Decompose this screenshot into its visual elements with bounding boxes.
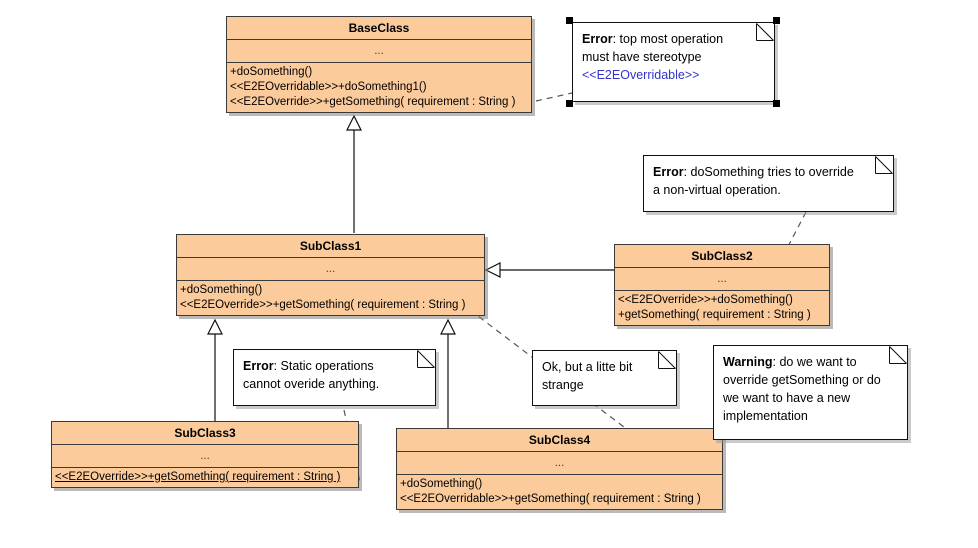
uml-class-name: SubClass3 xyxy=(52,422,358,445)
selection-handle-top-left[interactable] xyxy=(566,17,573,24)
note-subclass3-error[interactable]: Error: Static operations cannot overide … xyxy=(233,349,436,406)
uml-class-subclass1[interactable]: SubClass1 ... +doSomething() <<E2EOverri… xyxy=(176,234,485,316)
note-text: Static operations xyxy=(280,359,374,373)
uml-class-subclass4[interactable]: SubClass4 ... +doSomething() <<E2EOverri… xyxy=(396,428,723,510)
uml-class-name: BaseClass xyxy=(227,17,531,40)
note-line-3: we want to have a new xyxy=(723,391,851,405)
note-line-2: strange xyxy=(542,378,584,392)
note-line-1: Ok, but a litte bit xyxy=(542,358,668,376)
uml-class-name: SubClass2 xyxy=(615,245,829,268)
note-fold-lines-icon xyxy=(756,23,774,41)
uml-class-operations: +doSomething() <<E2EOverridable>>+doSome… xyxy=(227,63,531,112)
note-text: doSomething tries to override xyxy=(690,165,854,179)
note-subclass2-error[interactable]: Error: doSomething tries to override a n… xyxy=(643,155,894,212)
uml-class-attributes: ... xyxy=(615,268,829,291)
note-fold-icon xyxy=(417,350,435,368)
note-line-1: Error: doSomething tries to override xyxy=(653,163,885,181)
uml-class-operations: +doSomething() <<E2EOverridable>>+getSom… xyxy=(397,475,722,509)
note-text: top most operation xyxy=(619,32,724,46)
edge-generalization-subclass1-baseclass[interactable] xyxy=(346,114,362,233)
note-kind-label: Error xyxy=(653,165,684,179)
note-fold-icon xyxy=(757,23,774,40)
note-separator: : xyxy=(273,359,281,373)
note-separator: : xyxy=(772,355,780,369)
uml-class-name: SubClass1 xyxy=(177,235,484,258)
uml-class-operations: <<E2EOverride>>+getSomething( requiremen… xyxy=(52,468,358,487)
note-line-1: Error: Static operations xyxy=(243,357,427,375)
note-baseclass-error[interactable]: Error: top most operation must have ster… xyxy=(572,22,775,102)
uml-class-operations: +doSomething() <<E2EOverride>>+getSometh… xyxy=(177,281,484,315)
note-text: do we want to xyxy=(779,355,857,369)
uml-operation[interactable]: <<E2EOverridable>>+getSomething( require… xyxy=(400,493,701,505)
note-line-1: Error: top most operation xyxy=(582,30,766,48)
uml-class-attributes: ... xyxy=(52,445,358,468)
note-fold-icon xyxy=(889,346,907,364)
note-line-2: must have stereotype xyxy=(582,50,702,64)
uml-operation-static[interactable]: <<E2EOverride>>+getSomething( requiremen… xyxy=(55,471,341,483)
note-line-1: Warning: do we want to xyxy=(723,353,899,371)
selection-handle-top-right[interactable] xyxy=(773,17,780,24)
note-line-2: override getSomething or do xyxy=(723,373,881,387)
uml-operation[interactable]: <<E2EOverride>>+getSomething( requiremen… xyxy=(180,299,466,311)
uml-operation[interactable]: <<E2EOverride>>+doSomething() xyxy=(618,294,793,306)
edge-generalization-subclass3-subclass1[interactable] xyxy=(207,318,223,421)
note-stereotype-link[interactable]: <<E2EOverridable>> xyxy=(582,68,700,82)
edge-generalization-subclass4-subclass1[interactable] xyxy=(440,318,456,428)
uml-class-attributes: ... xyxy=(397,452,722,475)
uml-operation[interactable]: +getSomething( requirement : String ) xyxy=(618,309,811,321)
note-separator: : xyxy=(612,32,620,46)
note-kind-label: Warning xyxy=(723,355,773,369)
note-line-2: a non-virtual operation. xyxy=(653,183,781,197)
uml-operation[interactable]: +doSomething() xyxy=(180,284,263,296)
note-fold-icon xyxy=(875,156,893,174)
uml-class-attributes: ... xyxy=(177,258,484,281)
selection-handle-bottom-right[interactable] xyxy=(773,100,780,107)
note-fold-icon xyxy=(658,351,676,369)
note-subclass4-warning[interactable]: Warning: do we want to override getSomet… xyxy=(713,345,908,440)
selection-handle-bottom-left[interactable] xyxy=(566,100,573,107)
note-ok-strange[interactable]: Ok, but a litte bit strange xyxy=(532,350,677,406)
note-text: Ok, but a litte bit xyxy=(542,360,633,374)
uml-class-subclass3[interactable]: SubClass3 ... <<E2EOverride>>+getSomethi… xyxy=(51,421,359,488)
uml-operation[interactable]: <<E2EOverride>>+getSomething( requiremen… xyxy=(230,96,516,108)
edge-generalization-subclass2-subclass1[interactable] xyxy=(484,262,614,278)
note-kind-label: Error xyxy=(582,32,613,46)
note-line-4: implementation xyxy=(723,409,808,423)
uml-operation[interactable]: <<E2EOverridable>>+doSomething1() xyxy=(230,81,427,93)
uml-class-subclass2[interactable]: SubClass2 ... <<E2EOverride>>+doSomethin… xyxy=(614,244,830,326)
uml-class-attributes: ... xyxy=(227,40,531,63)
uml-class-name: SubClass4 xyxy=(397,429,722,452)
note-line-2: cannot overide anything. xyxy=(243,377,380,391)
note-kind-label: Error xyxy=(243,359,274,373)
uml-class-operations: <<E2EOverride>>+doSomething() +getSometh… xyxy=(615,291,829,325)
uml-operation[interactable]: +doSomething() xyxy=(400,478,483,490)
uml-class-baseclass[interactable]: BaseClass ... +doSomething() <<E2EOverri… xyxy=(226,16,532,113)
uml-operation[interactable]: +doSomething() xyxy=(230,66,313,78)
note-separator: : xyxy=(683,165,691,179)
